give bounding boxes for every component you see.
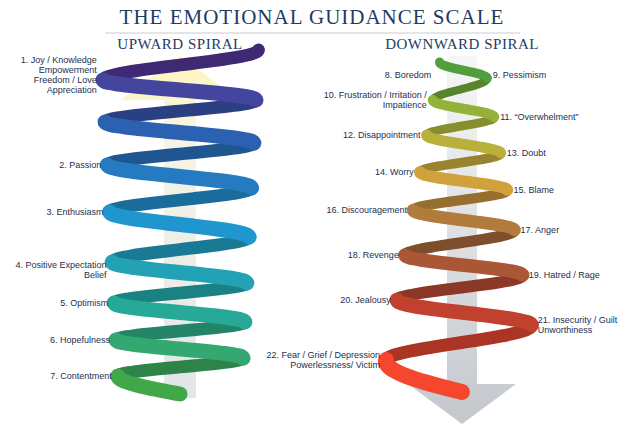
emotion-label: 6. Hopefulness (50, 335, 110, 345)
spiral-band (103, 80, 256, 100)
emotion-label: 4. Positive Expectation Belief (7, 260, 107, 280)
emotion-label: 11. “Overwhelment” (500, 112, 578, 122)
spiral-band (103, 50, 259, 80)
spiral-band (105, 100, 256, 122)
spiral-band (413, 190, 507, 210)
emotion-label: 19. Hatred / Rage (529, 270, 600, 280)
emotion-label: 3. Enthusiasm (47, 207, 104, 217)
emotion-label: 16. Discouragement (326, 205, 407, 215)
emotion-label: 7. Contentment (50, 371, 112, 381)
spiral-back (103, 50, 532, 376)
spiral-band (420, 172, 508, 190)
spiral-band (413, 210, 515, 230)
emotion-label: 15. Blame (513, 185, 554, 195)
emotion-label: 2. Passion (59, 160, 101, 170)
spiral-band (107, 165, 251, 188)
spiral-band (114, 283, 247, 303)
spiral-band (397, 275, 523, 300)
emotion-label: 12. Disappointment (343, 130, 421, 140)
emotion-label: 8. Boredom (385, 70, 432, 80)
emotion-label: 22. Fear / Grief / Depression Powerlessn… (258, 350, 380, 370)
spiral-band (110, 212, 250, 237)
emotion-label: 13. Doubt (507, 148, 546, 158)
emotion-label: 9. Pessimism (493, 70, 547, 80)
spiral-band (105, 122, 254, 143)
section-heading: DOWNWARD SPIRAL (385, 36, 539, 53)
spiral-band (386, 360, 462, 392)
spiral-band (112, 262, 247, 283)
title: THE EMOTIONAL GUIDANCE SCALE (120, 6, 505, 30)
emotion-label: 1. Joy / Knowledge Empowerment Freedom /… (9, 55, 97, 95)
spiral-band (114, 303, 245, 322)
title-rule (105, 33, 520, 34)
spiral-band (110, 188, 252, 212)
spiral-band (433, 78, 487, 100)
spiral-band (397, 300, 532, 325)
spiral-front (103, 62, 532, 394)
emotion-label: 21. Insecurity / Guilt Unworthiness (538, 315, 619, 335)
spiral-band (386, 325, 532, 360)
emotion-label: 18. Revenge (348, 250, 399, 260)
emotion-label: 10. Frustration / Irritation / Impatienc… (315, 90, 427, 110)
spiral-band (112, 237, 249, 262)
spiral-band (405, 230, 515, 255)
spiral-band (116, 340, 243, 358)
spiral-band (427, 135, 501, 153)
spiral-band (107, 143, 254, 165)
spiral-band (433, 100, 494, 117)
spiral-band (440, 62, 488, 78)
spiral-band (405, 255, 523, 275)
emotion-label: 5. Optimism (60, 298, 108, 308)
spiral-band (118, 376, 180, 394)
spiral-band (420, 153, 501, 172)
emotion-label: 20. Jealousy (340, 295, 391, 305)
section-heading: UPWARD SPIRAL (117, 36, 242, 53)
spiral-band (427, 117, 495, 135)
emotion-label: 14. Worry (375, 167, 414, 177)
emotion-label: 17. Anger (521, 225, 560, 235)
